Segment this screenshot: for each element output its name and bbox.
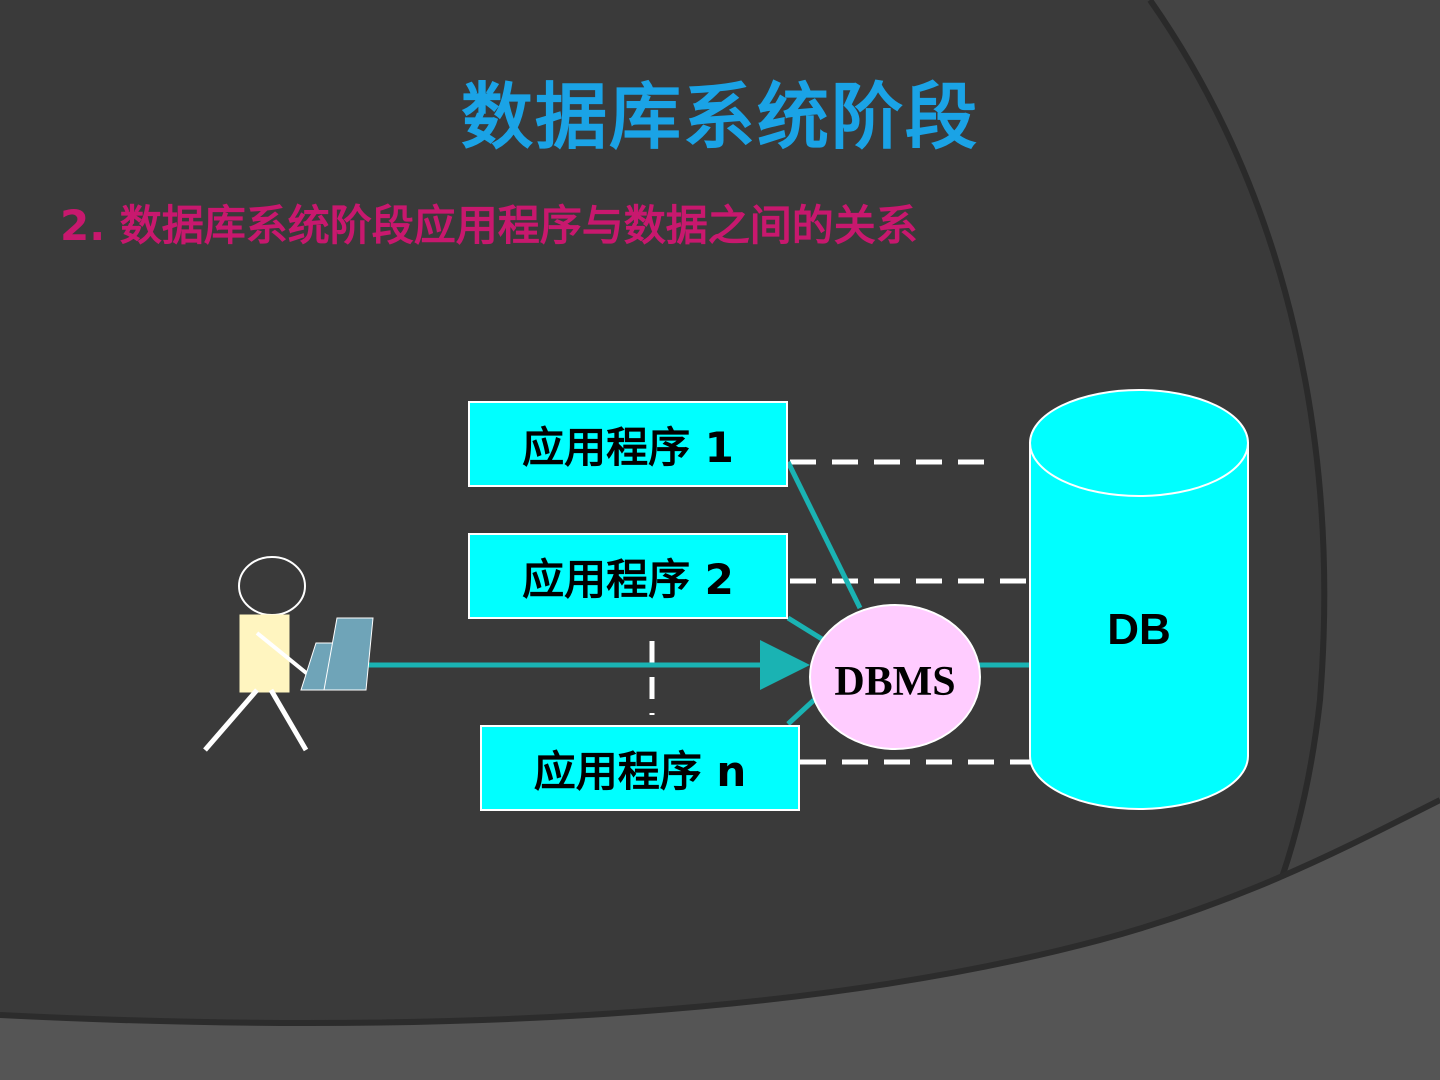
slide-title: 数据库系统阶段 [460, 75, 979, 159]
dbms-label: DBMS [834, 659, 956, 705]
app-box-n: 应用程序 n [480, 725, 800, 811]
database-cylinder [1029, 389, 1249, 810]
connector-app1-dbms [785, 460, 863, 610]
app-box-2-label: 应用程序 2 [522, 554, 734, 604]
user-figure [203, 556, 374, 752]
app-box-1-label: 应用程序 1 [522, 422, 734, 472]
dbms-ellipse [809, 604, 981, 750]
slide-subtitle: 2. 数据库系统阶段应用程序与数据之间的关系 [60, 201, 918, 250]
app-box-1: 应用程序 1 [468, 401, 788, 487]
app-box-n-label: 应用程序 n [533, 746, 747, 796]
app-box-2: 应用程序 2 [468, 533, 788, 619]
db-label: DB [1107, 605, 1171, 654]
connector-appn-dbms [786, 698, 816, 726]
